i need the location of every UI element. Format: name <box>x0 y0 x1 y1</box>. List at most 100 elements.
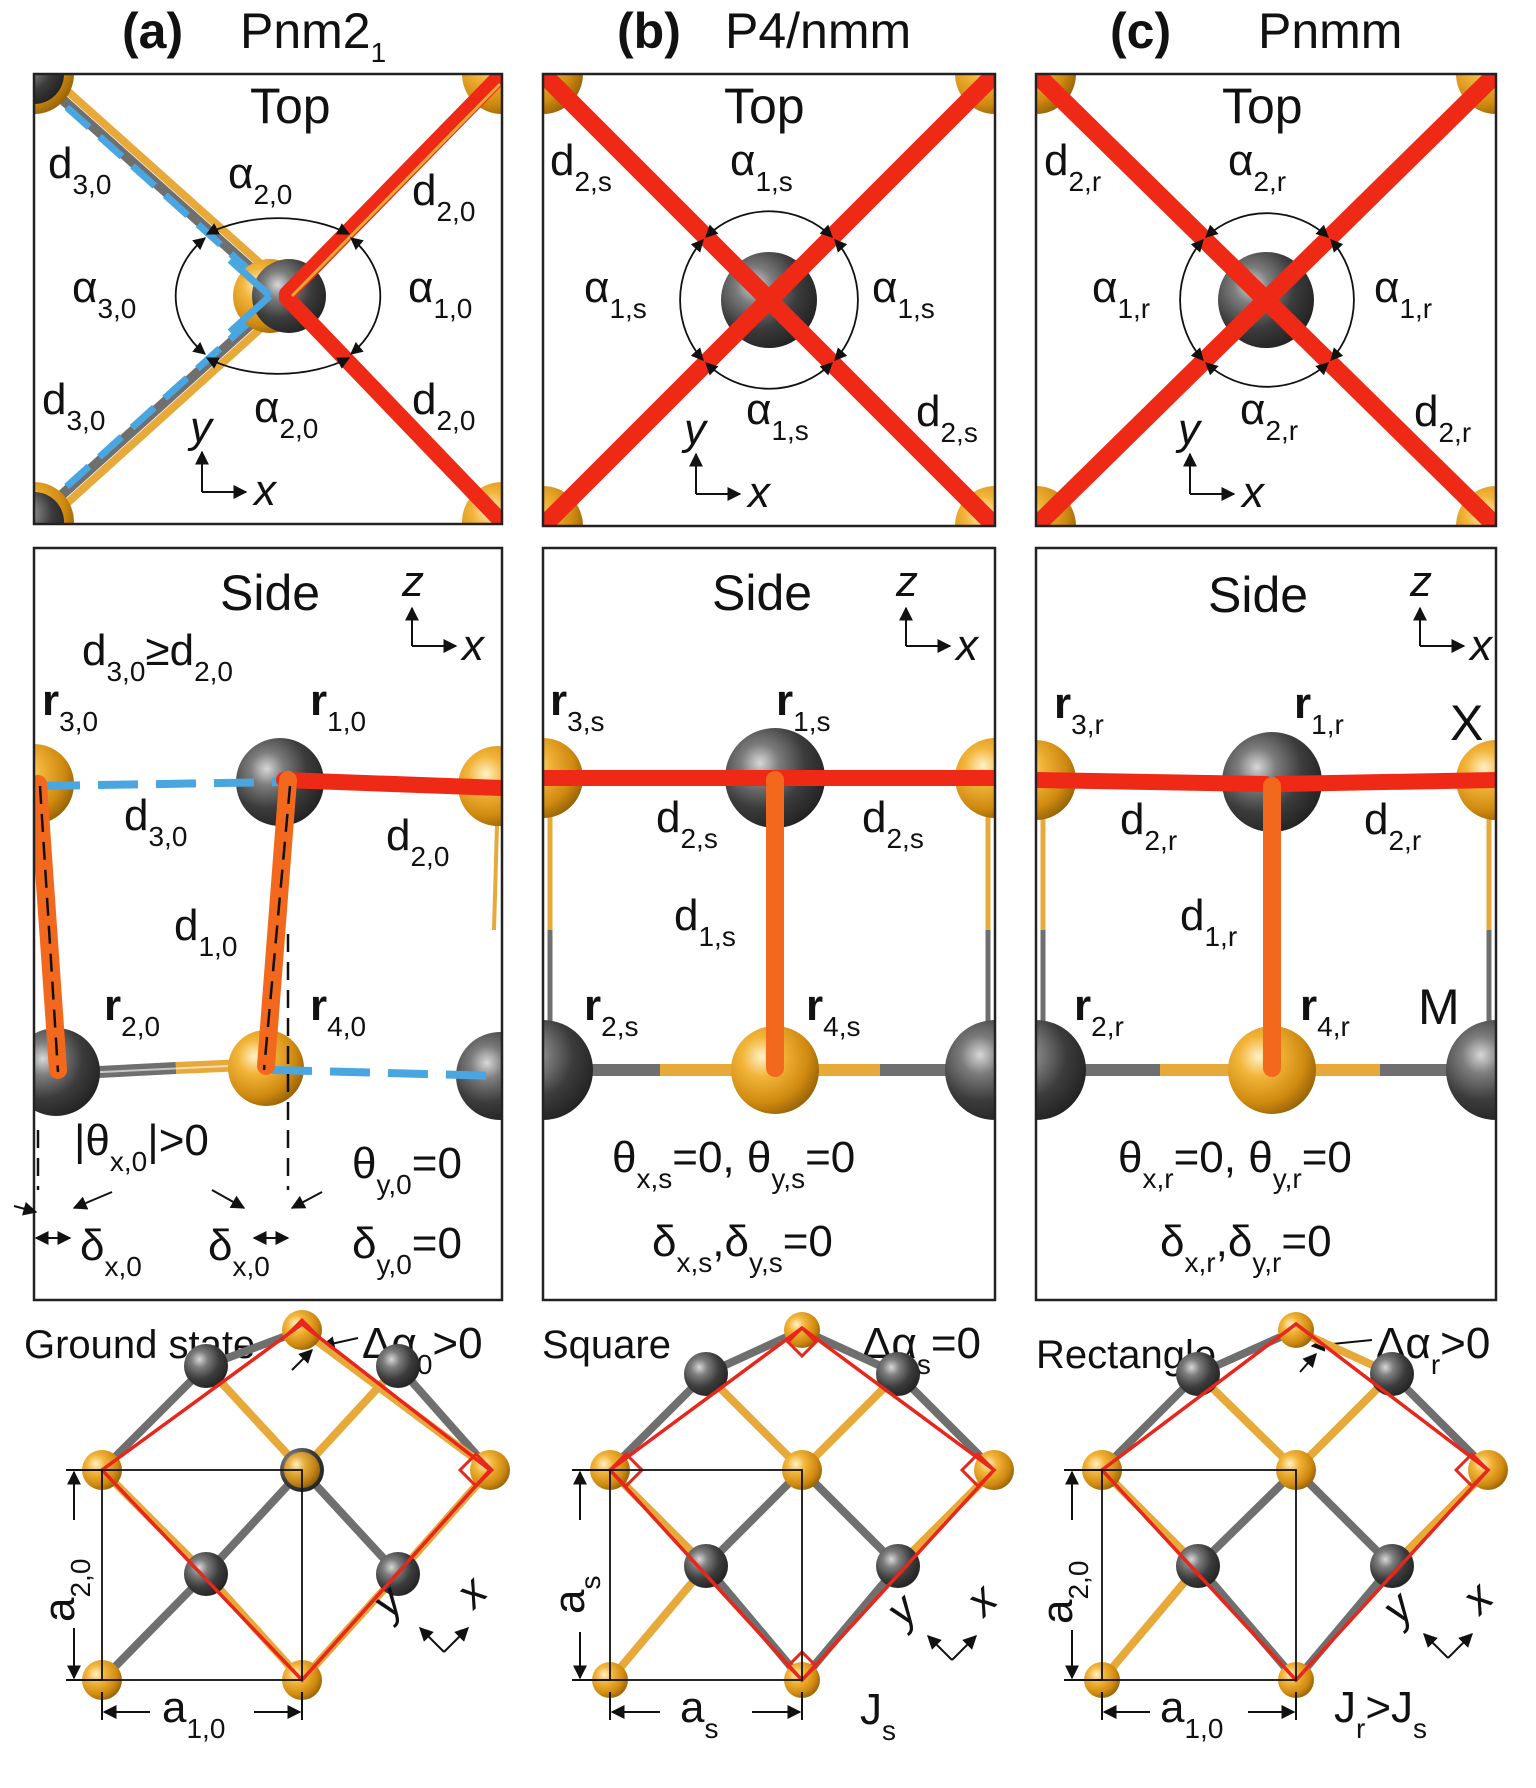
svg-text:z: z <box>895 557 918 606</box>
label-alpha1s-upper: α1,s <box>730 136 793 197</box>
lattice-name-b: Square <box>542 1323 671 1367</box>
axes-top-b: y x <box>681 405 772 517</box>
label-alpha20-lower: α2,0 <box>254 383 318 444</box>
J-s: Js <box>860 1685 896 1746</box>
svg-text:x: x <box>1240 468 1266 517</box>
label-alpha1r-right: α1,r <box>1374 263 1432 324</box>
side-title-b: Side <box>712 565 812 621</box>
svg-text:r1,s: r1,s <box>776 676 830 737</box>
label-r30: r3,0 <box>42 676 98 737</box>
svg-text:r3,r: r3,r <box>1054 679 1104 740</box>
top-labels-c: d2,r α2,r α1,r α1,r α2,r d2,r <box>1044 136 1471 448</box>
label-X: X <box>1450 695 1483 751</box>
J-r-gt-J-s: Jr>Js <box>1334 1683 1427 1744</box>
svg-text:d2,s: d2,s <box>862 793 924 854</box>
header-c: (c) Pnmm <box>1110 3 1402 59</box>
label-side-d30: d3,0 <box>124 791 187 852</box>
svg-text:z: z <box>1409 557 1432 606</box>
label-alpha2r-lower: α2,r <box>1240 385 1298 446</box>
svg-text:r1,r: r1,r <box>1294 679 1344 740</box>
label-alpha1r-left: α1,r <box>1092 263 1150 324</box>
a20-vertical-a: a2,0 <box>35 1559 96 1622</box>
top-panel-b: Top d2,s α1,s α1,s α1,s α1,s d2,s y x <box>541 72 997 528</box>
label-r40: r4,0 <box>310 981 366 1042</box>
theta-line-r: θx,r=0, θy,r=0 <box>1118 1133 1352 1194</box>
lattice-rectangle: Rectangle Δαr>0 <box>1033 1312 1508 1744</box>
axes-top-c: y x <box>1175 405 1266 517</box>
svg-text:x: x <box>954 621 980 670</box>
a10-horizontal-c: a1,0 <box>1160 1683 1223 1744</box>
delta-alpha-r: Δαr>0 <box>1376 1319 1490 1380</box>
delta-y0: δy,0=0 <box>352 1219 462 1280</box>
label-d2r-upper: d2,r <box>1044 136 1101 197</box>
label-d2s-lower: d2,s <box>916 387 978 448</box>
r-labels-a: r3,0 r1,0 r2,0 r4,0 <box>42 676 366 1042</box>
r-labels-b: r3,s r1,s r2,s r4,s <box>550 676 860 1042</box>
atom-dark <box>34 74 64 104</box>
label-alpha1s-right: α1,s <box>872 263 935 324</box>
label-d20-upper: d2,0 <box>412 166 475 227</box>
lattice-ground-state: Ground state Δα0>0 <box>24 1310 510 1744</box>
a10-horizontal-a: a1,0 <box>162 1683 225 1744</box>
axes-side-b: z x <box>895 557 980 670</box>
header-b: (b) P4/nmm <box>617 3 911 59</box>
svg-text:r2,s: r2,s <box>584 981 638 1042</box>
svg-text:y: y <box>187 403 215 452</box>
svg-text:r3,s: r3,s <box>550 676 604 737</box>
label-d2r-lower: d2,r <box>1414 387 1471 448</box>
panel-letter-a: (a) <box>122 3 183 59</box>
space-group-b: P4/nmm <box>725 3 911 59</box>
delta-arrows-a <box>13 1189 323 1245</box>
delta-line-s: δx,s,δy,s=0 <box>652 1217 833 1278</box>
label-side-d10: d1,0 <box>174 901 237 962</box>
svg-text:d2,r: d2,r <box>1120 795 1177 856</box>
label-M: M <box>1418 979 1460 1035</box>
svg-text:x: x <box>955 1573 1008 1626</box>
theta-x0: |θx,0|>0 <box>74 1116 209 1177</box>
theta-y0: θy,0=0 <box>352 1139 462 1200</box>
panel-letter-b: (b) <box>617 3 681 59</box>
svg-text:z: z <box>401 557 424 606</box>
top-title-b: Top <box>724 78 805 134</box>
label-d2s-upper: d2,s <box>550 136 612 197</box>
r-labels-c: r3,r r1,r r2,r r4,r <box>1054 679 1350 1042</box>
space-group-a: Pnm21 <box>240 3 386 68</box>
side-title-a: Side <box>220 565 320 621</box>
svg-text:d2,r: d2,r <box>1364 795 1421 856</box>
label-d20-lower: d2,0 <box>412 375 475 436</box>
svg-text:d1,s: d1,s <box>674 891 736 952</box>
label-alpha2r-upper: α2,r <box>1228 136 1286 197</box>
svg-text:r4,r: r4,r <box>1300 981 1350 1042</box>
theta-line-s: θx,s=0, θy,s=0 <box>612 1133 855 1194</box>
delta-alpha-s: Δαs=0 <box>862 1319 981 1380</box>
relation-d30-d20: d3,0≥d2,0 <box>82 626 233 687</box>
a20-vertical-c: a2,0 <box>1033 1561 1094 1624</box>
side-panel-b: Side z x r3,s r1,s r2,s r4,s d2,s d2,s d… <box>541 546 997 1302</box>
svg-text:d1,r: d1,r <box>1180 891 1237 952</box>
as-horizontal: as <box>680 1683 718 1744</box>
label-alpha1s-left: α1,s <box>584 263 647 324</box>
axes-side-a: z x <box>401 557 486 670</box>
top-labels-b: d2,s α1,s α1,s α1,s α1,s d2,s <box>550 136 978 448</box>
as-vertical: as <box>545 1576 606 1614</box>
delta-x0-left: δx,0 <box>80 1221 142 1282</box>
delta-x0-right: δx,0 <box>208 1221 270 1282</box>
top-panel-c: Top d2,r α2,r α1,r α1,r α2,r d2,r y x <box>1034 72 1498 528</box>
header-a: (a) Pnm21 <box>122 3 386 68</box>
side-title-c: Side <box>1208 567 1308 623</box>
top-title-c: Top <box>1222 78 1303 134</box>
axes-top-a: y x <box>187 403 278 515</box>
svg-text:y: y <box>1175 405 1203 454</box>
top-title-a: Top <box>250 78 331 134</box>
svg-text:r4,s: r4,s <box>806 981 860 1042</box>
label-r20: r2,0 <box>104 981 160 1042</box>
svg-text:x: x <box>460 621 486 670</box>
panel-letter-c: (c) <box>1110 3 1171 59</box>
label-d30-lower: d3,0 <box>42 375 105 436</box>
svg-text:x: x <box>1468 621 1494 670</box>
label-alpha20-upper: α2,0 <box>228 149 292 210</box>
label-side-d20: d2,0 <box>386 811 449 872</box>
svg-text:y: y <box>681 405 709 454</box>
d-labels-b: d2,s d2,s d1,s <box>656 793 924 952</box>
